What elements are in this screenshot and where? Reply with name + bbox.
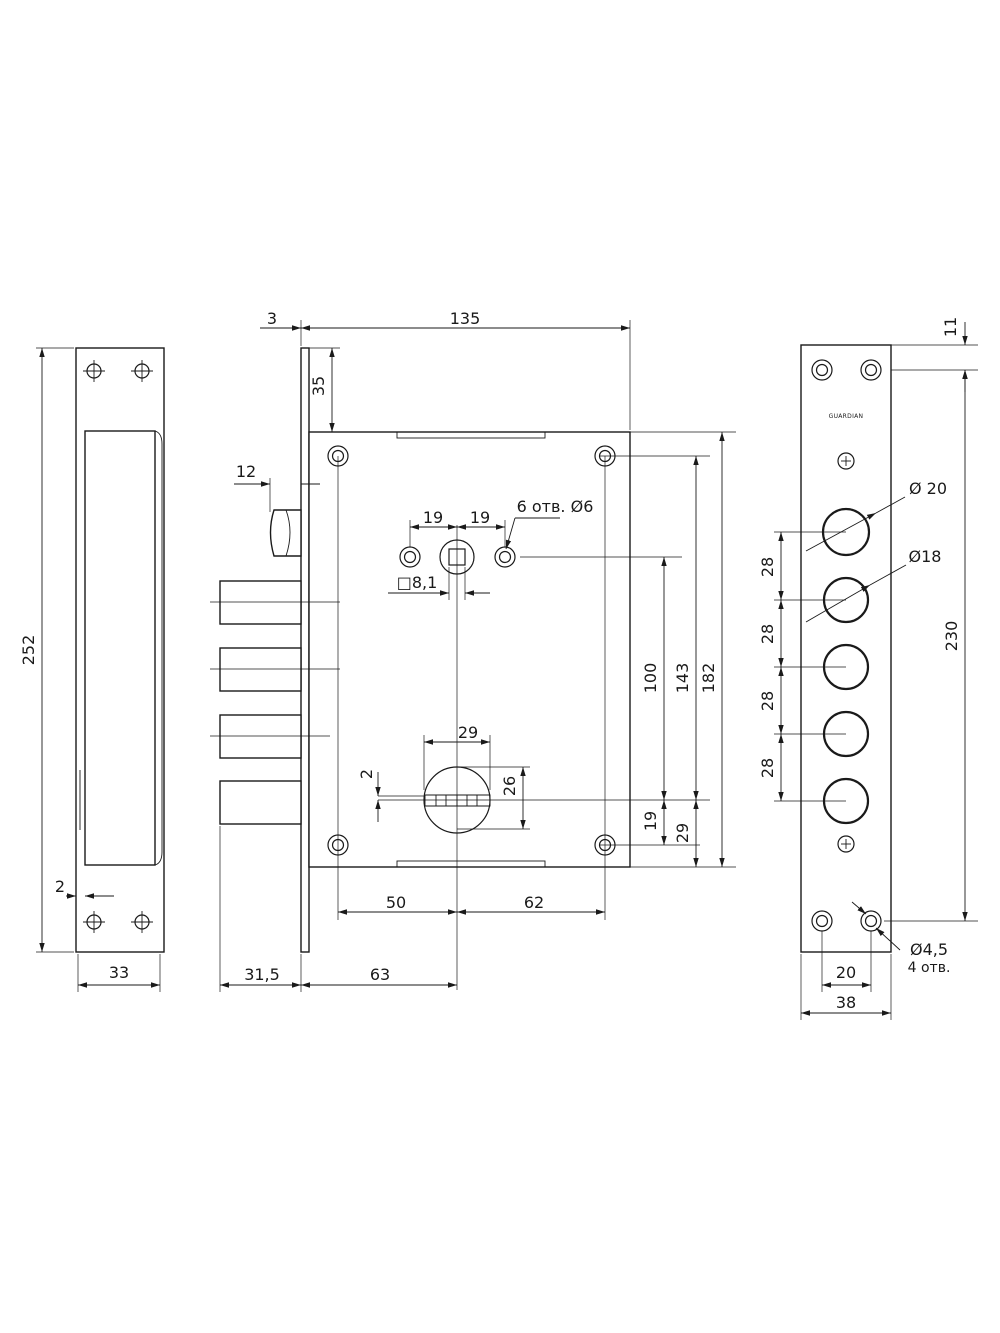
note-4-holes: 4 отв. (908, 960, 951, 976)
dead-bolt (219, 647, 302, 692)
dim-distance-143: 143 (673, 663, 692, 694)
dim-plate-width-38: 38 (836, 993, 856, 1012)
dead-bolt (219, 780, 302, 825)
dim-bottom-19: 19 (641, 811, 660, 831)
dim-latch-12: 12 (236, 462, 256, 481)
front-view: 135 3 35 12 19 19 6 отв. Ø6 □8,1 (210, 309, 736, 992)
front-faceplate-edge (300, 347, 310, 953)
dim-top-offset-35: 35 (309, 376, 328, 396)
spindle-hole-icon (399, 546, 421, 568)
dim-gap-2: 2 (55, 877, 65, 896)
dim-width-33: 33 (109, 963, 129, 982)
dim-bolt-pitch: 28 (758, 624, 777, 644)
dim-backset-63: 63 (370, 965, 390, 984)
mount-hole-icon (860, 359, 882, 381)
dim-hole-right-62: 62 (524, 893, 544, 912)
dim-hole-diameter-4-5: Ø4,5 (910, 940, 948, 959)
dim-bolt-pitch: 28 (758, 691, 777, 711)
left-side-view: 252 2 33 (19, 347, 165, 992)
dim-height-252: 252 (19, 635, 38, 666)
dim-distance-100: 100 (641, 663, 660, 694)
mount-hole-icon (860, 910, 882, 932)
dim-bolt-throw-31-5: 31,5 (244, 965, 280, 984)
dim-spindle-right-19: 19 (470, 508, 490, 527)
latch-bolt (269, 509, 302, 557)
dead-bolt (219, 714, 302, 759)
dead-bolt (219, 580, 302, 625)
note-6-holes: 6 отв. Ø6 (517, 497, 594, 516)
spindle-hole-icon (494, 546, 516, 568)
dim-bolt-pitch: 28 (758, 557, 777, 577)
dim-bolt-diameter-20: Ø 20 (909, 479, 947, 498)
left-lock-body (84, 430, 156, 866)
phillips-screw-icon (837, 452, 855, 470)
dim-body-width-135: 135 (450, 309, 481, 328)
dim-bolt-pitch: 28 (758, 758, 777, 778)
dim-top-offset-11: 11 (941, 317, 960, 337)
dim-key-width-29: 29 (458, 723, 478, 742)
mount-hole-icon (811, 910, 833, 932)
phillips-screw-icon (837, 835, 855, 853)
dim-bottom-29: 29 (673, 823, 692, 843)
mount-hole-icon (811, 359, 833, 381)
dim-hole-left-50: 50 (386, 893, 406, 912)
dim-distance-182: 182 (699, 663, 718, 694)
dim-faceplate-3: 3 (267, 309, 277, 328)
dim-square-8-1: □8,1 (397, 573, 438, 592)
dim-bolt-diameter-18: Ø18 (909, 547, 942, 566)
dim-key-height-26: 26 (500, 776, 519, 796)
right-faceplate-view: GUARDIAN 28 28 28 28 (758, 317, 978, 1020)
dim-key-offset-2: 2 (357, 769, 376, 779)
dim-spindle-left-19: 19 (423, 508, 443, 527)
dim-hole-spacing-20: 20 (836, 963, 856, 982)
dim-screw-span-230: 230 (942, 621, 961, 652)
brand-label: GUARDIAN (829, 413, 864, 420)
